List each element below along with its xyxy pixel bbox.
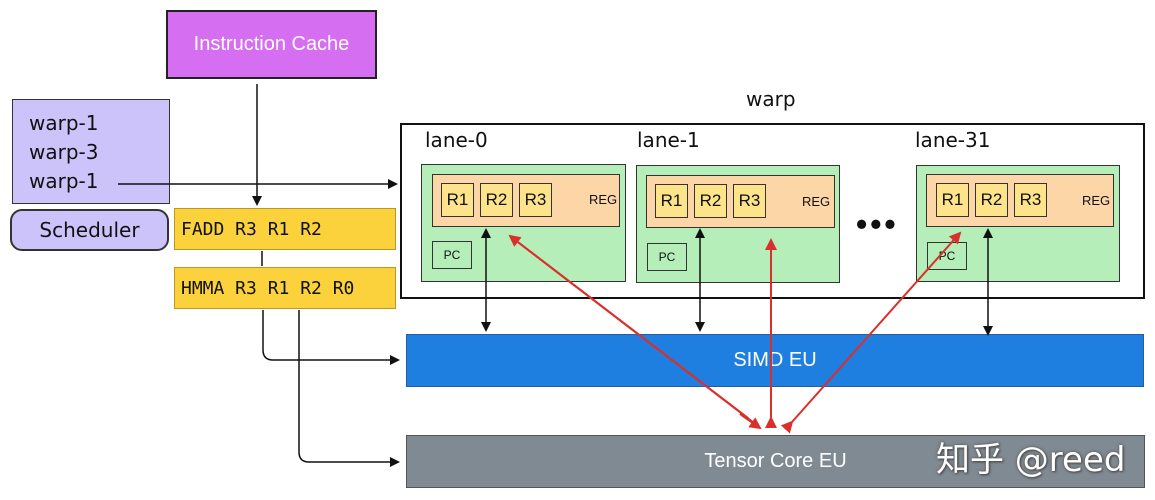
register: R1 — [441, 183, 474, 217]
warp-queue-item: warp-1 — [29, 111, 99, 135]
instruction-text: FADD R3 R1 R2 — [181, 218, 322, 240]
reg-label: REG — [802, 194, 831, 209]
lane-label: lane-31 — [915, 128, 991, 152]
warp-queue-item: warp-1 — [29, 169, 99, 193]
warp-queue: warp-1 warp-3 warp-1 — [12, 99, 170, 204]
register: R1 — [936, 183, 969, 217]
warp-title: warp — [746, 87, 796, 111]
instruction-fadd: FADD R3 R1 R2 — [174, 208, 396, 250]
register: R3 — [1014, 183, 1047, 217]
register: R2 — [480, 183, 513, 217]
instruction-text: HMMA R3 R1 R2 R0 — [181, 277, 355, 299]
tensor-core-eu-box: Tensor Core EU — [406, 435, 1145, 488]
register: R3 — [519, 183, 552, 217]
lane-1-box: R1 R2 R3 REG PC — [636, 165, 840, 283]
scheduler-label: Scheduler — [39, 218, 140, 242]
instruction-hmma: HMMA R3 R1 R2 R0 — [174, 267, 396, 309]
lane-31-box: R1 R2 R3 REG PC — [916, 165, 1120, 282]
to-tensor-arrow — [298, 310, 400, 467]
lane-0-box: R1 R2 R3 REG PC — [421, 164, 626, 282]
program-counter: PC — [432, 241, 472, 269]
register: R2 — [694, 184, 727, 218]
tensor-core-eu-label: Tensor Core EU — [704, 450, 847, 472]
warp-queue-item: warp-3 — [29, 140, 99, 164]
lane0-tensor-arrowhead — [739, 413, 762, 430]
register: R2 — [975, 183, 1008, 217]
register-file: R1 R2 R3 REG — [432, 174, 620, 227]
register: R3 — [733, 184, 766, 218]
instruction-cache-label: Instruction Cache — [193, 33, 350, 55]
tensor-lane31-arrow — [780, 231, 962, 434]
instruction-cache-box: Instruction Cache — [166, 10, 377, 79]
watermark: 知乎 @reed — [936, 440, 1126, 480]
lane-label: lane-1 — [637, 128, 700, 152]
reg-label: REG — [1082, 193, 1111, 208]
register-file: R1 R2 R3 REG — [926, 174, 1114, 227]
tensor-lane0-line — [518, 242, 759, 427]
register-file: R1 R2 R3 REG — [646, 175, 835, 228]
scheduler-box: Scheduler — [10, 209, 169, 251]
lane-label: lane-0 — [425, 128, 488, 152]
register: R1 — [655, 184, 688, 218]
program-counter: PC — [647, 243, 687, 271]
to-simd-arrow — [262, 310, 400, 365]
reg-label: REG — [589, 192, 618, 207]
